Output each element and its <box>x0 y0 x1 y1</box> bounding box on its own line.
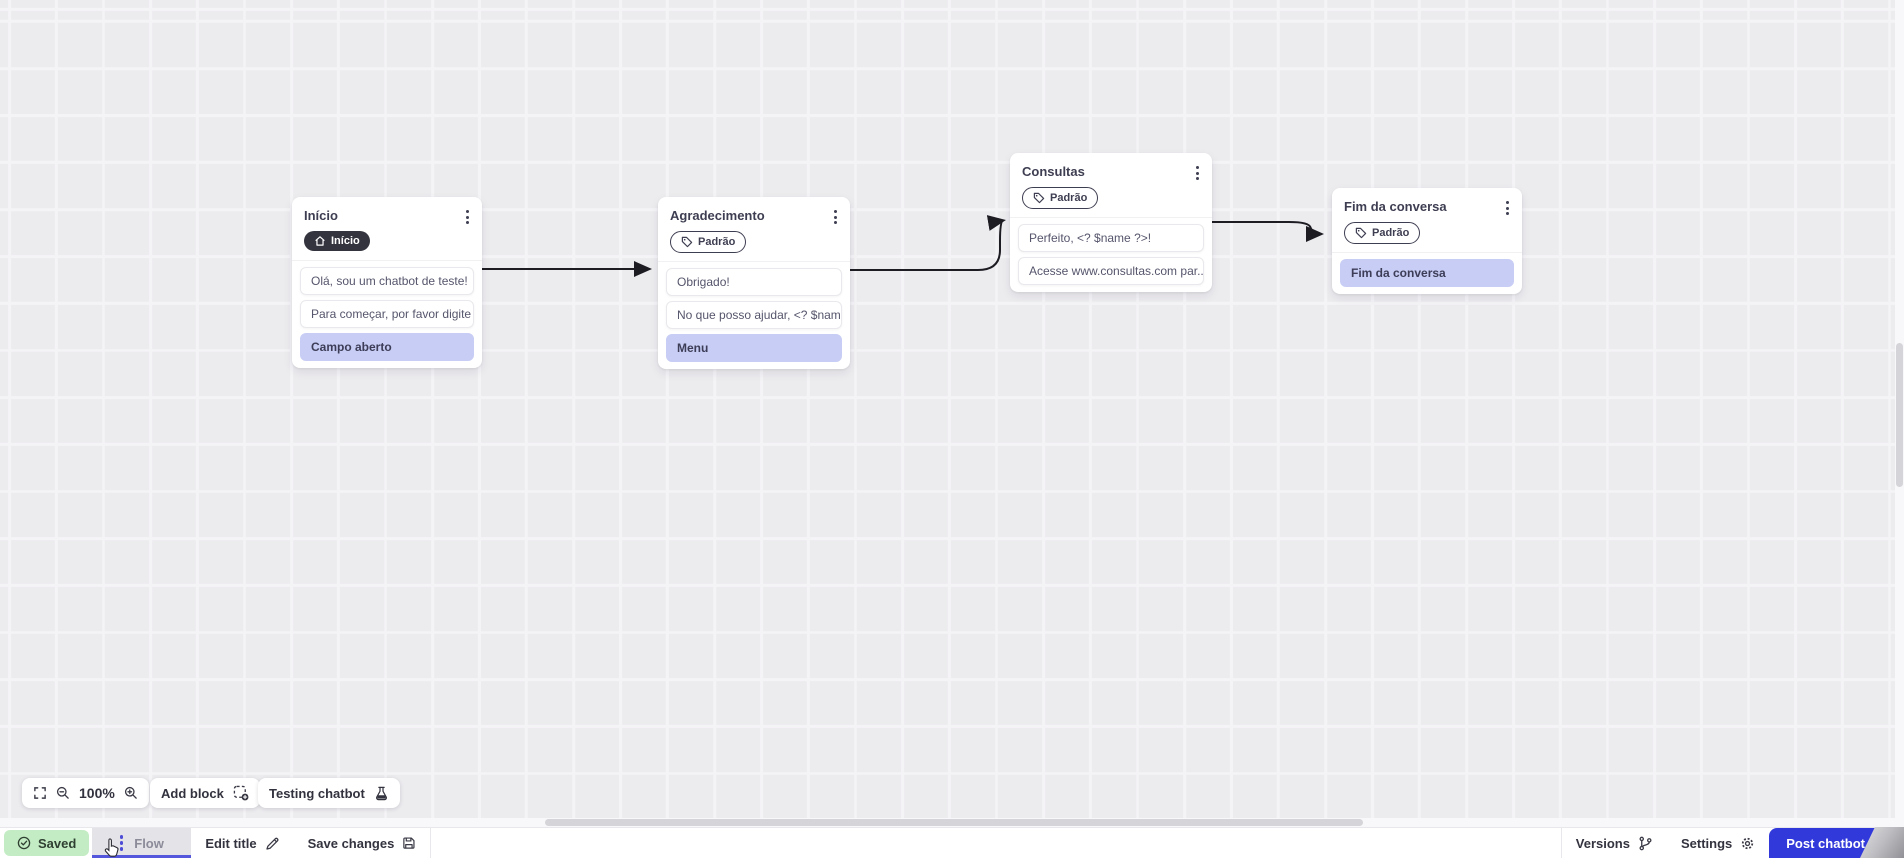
action-block[interactable]: Menu <box>666 334 842 362</box>
message-block[interactable]: Obrigado! <box>666 268 842 296</box>
kebab-menu-icon[interactable] <box>1196 166 1199 180</box>
tag-icon <box>681 236 693 248</box>
add-block-label: Add block <box>161 785 224 801</box>
testing-chatbot-button[interactable]: Testing chatbot <box>258 778 400 808</box>
versions-label: Versions <box>1575 835 1630 851</box>
wire-agradecimento-consultas <box>849 215 1006 271</box>
kebab-dots-icon[interactable] <box>119 835 124 851</box>
flow-tab-label: Flow <box>134 835 164 851</box>
saved-label: Saved <box>38 835 77 851</box>
floppy-icon <box>403 837 415 849</box>
zoom-toolbar: 100% <box>22 778 149 808</box>
node-header[interactable]: Início Início <box>292 197 482 261</box>
post-chatbot-label: Post chatbot <box>1786 835 1865 851</box>
home-icon <box>315 236 325 246</box>
pencil-icon <box>265 837 279 850</box>
node-title: Início <box>304 208 338 223</box>
node-title: Fim da conversa <box>1344 199 1447 214</box>
node-badge: Padrão <box>1022 187 1099 209</box>
node-badge-label: Padrão <box>1050 191 1088 204</box>
vertical-scrollbar-thumb[interactable] <box>1896 343 1903 487</box>
tag-icon <box>1033 192 1045 204</box>
action-block[interactable]: Fim da conversa <box>1340 259 1514 287</box>
flow-node-inicio[interactable]: Início Início Olá, sou um chatbot de tes… <box>292 197 482 368</box>
saved-status-badge: Saved <box>4 830 90 856</box>
add-block-icon <box>233 785 249 801</box>
flow-node-consultas[interactable]: Consultas Padrão Perfeito, <? $name ?>! … <box>1010 153 1212 292</box>
flow-node-agradecimento[interactable]: Agradecimento Padrão Obrigado! No que po… <box>658 197 850 369</box>
node-badge-label: Padrão <box>698 235 736 248</box>
check-circle-icon <box>17 836 31 850</box>
versions-button[interactable]: Versions <box>1561 828 1667 858</box>
save-changes-button[interactable]: Save changes <box>293 828 431 858</box>
kebab-menu-icon[interactable] <box>834 210 837 224</box>
horizontal-scrollbar-track <box>0 818 1904 827</box>
flask-icon <box>375 786 387 800</box>
vertical-scrollbar-track <box>1895 0 1904 818</box>
zoom-in-icon[interactable] <box>124 786 138 800</box>
edit-title-label: Edit title <box>205 835 257 851</box>
statusbar-spacer <box>431 828 1560 858</box>
edit-title-button[interactable]: Edit title <box>191 828 294 858</box>
git-branch-icon <box>1639 836 1652 850</box>
tag-icon <box>1355 227 1367 239</box>
wire-consultas-fim <box>1211 221 1324 242</box>
message-block[interactable]: Acesse www.consultas.com par... <box>1018 257 1204 285</box>
node-badge-label: Padrão <box>1372 226 1410 239</box>
node-header[interactable]: Fim da conversa Padrão <box>1332 188 1522 253</box>
post-chatbot-button[interactable]: Post chatbot <box>1769 828 1904 858</box>
node-header[interactable]: Agradecimento Padrão <box>658 197 850 262</box>
kebab-menu-icon[interactable] <box>1506 201 1509 215</box>
settings-button[interactable]: Settings <box>1666 828 1770 858</box>
node-badge-label: Início <box>331 234 360 247</box>
node-badge: Início <box>304 231 370 251</box>
settings-label: Settings <box>1680 835 1733 851</box>
node-title: Agradecimento <box>670 208 765 223</box>
action-block[interactable]: Campo aberto <box>300 333 474 361</box>
divider <box>1560 828 1562 858</box>
tab-flow[interactable]: Flow <box>92 828 192 858</box>
message-block[interactable]: Perfeito, <? $name ?>! <box>1018 224 1204 252</box>
add-block-button[interactable]: Add block <box>150 778 260 808</box>
node-header[interactable]: Consultas Padrão <box>1010 153 1212 218</box>
kebab-menu-icon[interactable] <box>466 210 469 224</box>
fullscreen-icon[interactable] <box>33 786 47 800</box>
upload-icon <box>1874 837 1886 849</box>
gear-icon <box>1742 837 1754 849</box>
zoom-level: 100% <box>79 785 115 801</box>
node-badge: Padrão <box>1344 222 1421 244</box>
message-block[interactable]: No que posso ajudar, <? $name ... <box>666 301 842 329</box>
testing-chatbot-label: Testing chatbot <box>269 785 365 801</box>
divider <box>430 828 432 858</box>
zoom-out-icon[interactable] <box>56 786 70 800</box>
message-block[interactable]: Para começar, por favor digite o ... <box>300 300 474 328</box>
status-bar: Saved Flow Edit title Save changes Versi… <box>0 827 1904 858</box>
message-block[interactable]: Olá, sou um chatbot de teste! <box>300 267 474 295</box>
horizontal-scrollbar-thumb[interactable] <box>545 819 1363 826</box>
save-changes-label: Save changes <box>307 835 395 851</box>
node-title: Consultas <box>1022 164 1085 179</box>
flow-node-fim-da-conversa[interactable]: Fim da conversa Padrão Fim da conversa <box>1332 188 1522 294</box>
node-badge: Padrão <box>670 231 747 253</box>
